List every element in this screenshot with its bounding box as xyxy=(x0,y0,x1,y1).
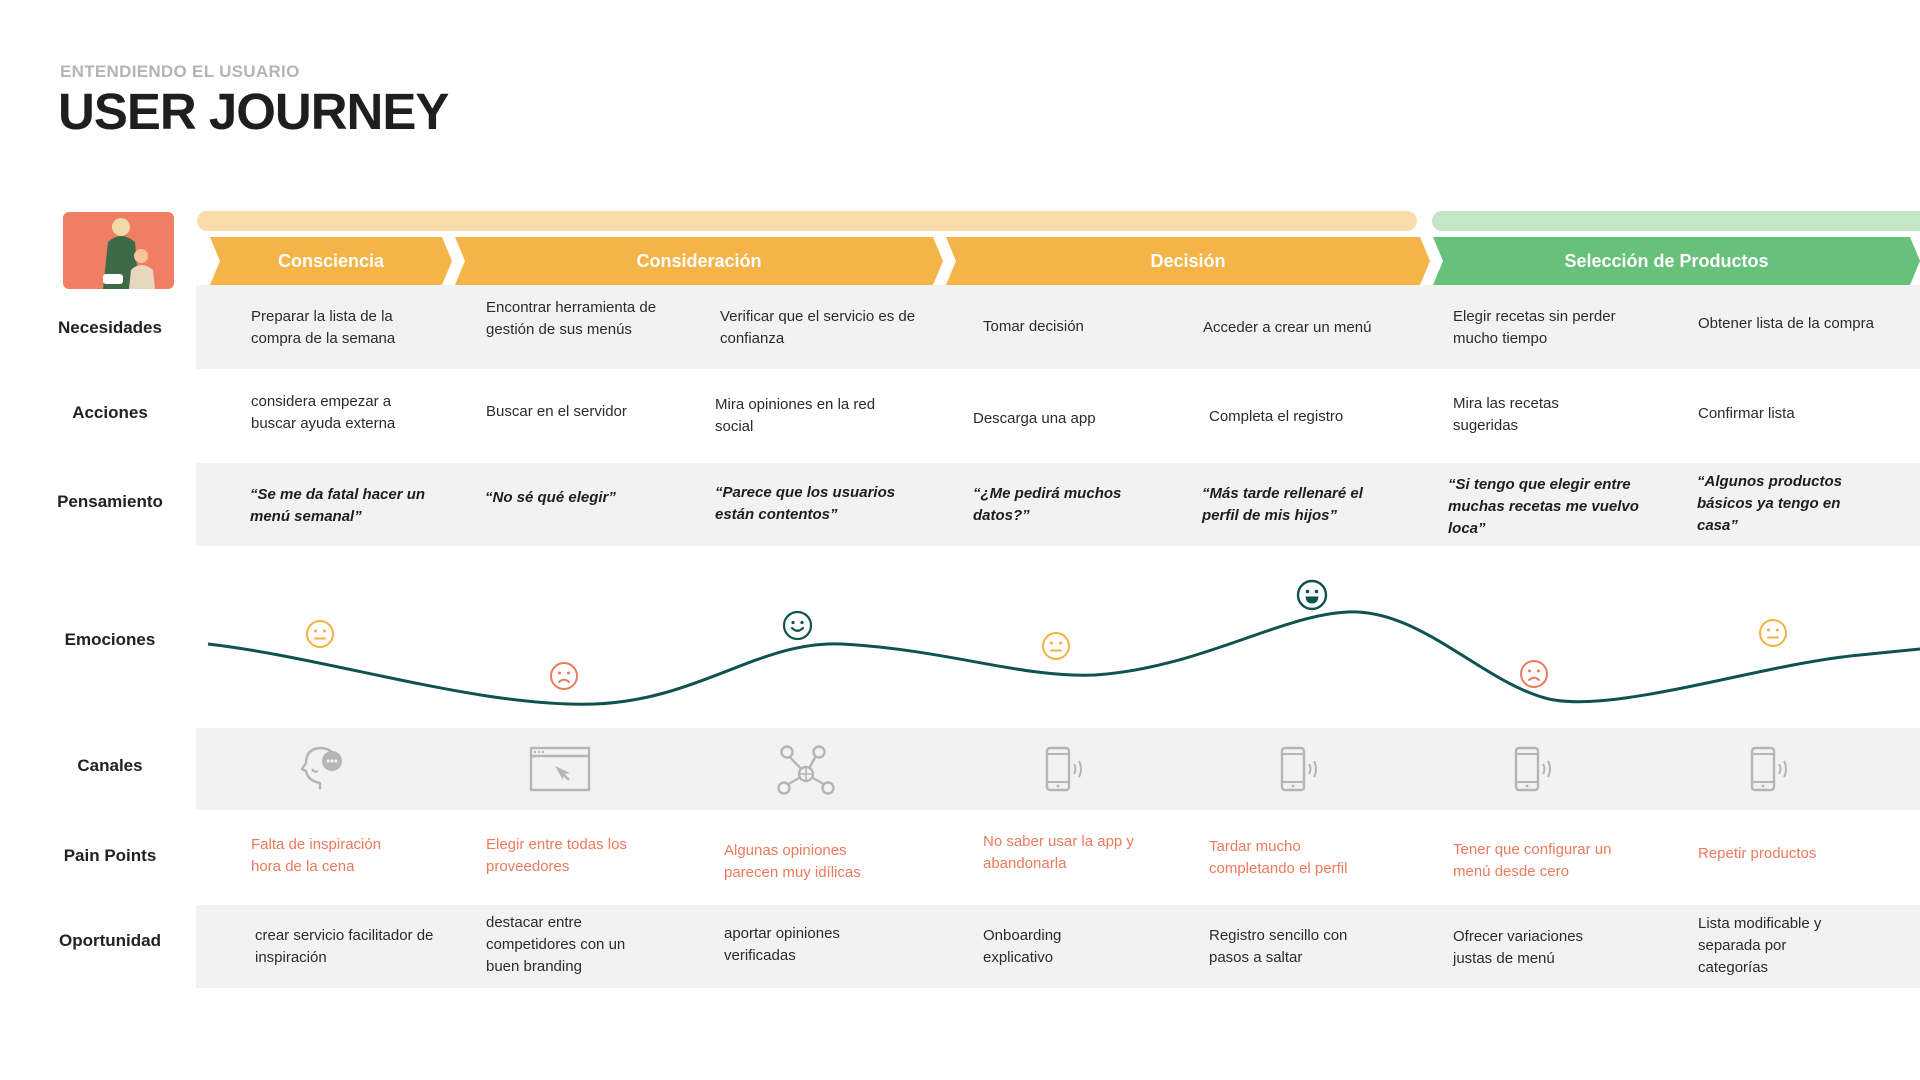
happy-face-icon xyxy=(1296,579,1328,611)
thought-cell: “Parece que los usuarios están contentos… xyxy=(715,484,896,523)
opportunity-cell: Onboarding explicativo xyxy=(983,927,1062,966)
row-label-necesidades: Necesidades xyxy=(58,318,162,337)
stage-consciencia: Consciencia xyxy=(210,237,452,285)
thinking-head-icon xyxy=(300,746,342,789)
pain-point-cell: Repetir productos xyxy=(1698,845,1817,862)
content-face-icon xyxy=(782,610,813,641)
phase-bar-orange xyxy=(197,211,1417,231)
row-label-pensamiento: Pensamiento xyxy=(57,492,163,511)
persona-avatar xyxy=(63,212,174,289)
neutral-face-icon xyxy=(1042,632,1070,660)
row-label-canales: Canales xyxy=(77,756,143,775)
neutral-face-icon xyxy=(306,620,334,648)
smartphone-icon xyxy=(1045,746,1082,792)
sad-face-icon xyxy=(550,662,578,690)
thought-cell: “¿Me pedirá muchos datos?” xyxy=(973,485,1122,524)
pain-point-cell: Elegir entre todas los proveedores xyxy=(486,836,627,875)
opportunity-cell: crear servicio facilitador de inspiració… xyxy=(255,927,434,966)
need-cell: Obtener lista de la compra xyxy=(1698,315,1874,332)
pain-point-cell: No saber usar la app y abandonarla xyxy=(983,833,1134,872)
phase-bar-green xyxy=(1432,211,1920,231)
need-cell: Tomar decisión xyxy=(983,318,1084,335)
action-cell: Mira las recetas sugeridas xyxy=(1453,395,1559,434)
opportunity-cell: Ofrecer variaciones justas de menú xyxy=(1453,928,1584,967)
opportunity-cell: Lista modificable y separada por categor… xyxy=(1698,915,1822,976)
action-cell: Completa el registro xyxy=(1209,408,1344,425)
stage-label: Selección de Productos xyxy=(1564,251,1769,271)
opportunity-cell: destacar entre competidores con un buen … xyxy=(486,914,626,975)
opportunity-cell: aportar opiniones verificadas xyxy=(724,925,840,964)
neutral-face-icon xyxy=(1759,619,1787,647)
thought-cell: “Más tarde rellenaré el perfil de mis hi… xyxy=(1202,485,1363,524)
stage-label: Decisión xyxy=(1150,251,1226,271)
opportunity-cell: Registro sencillo con pasos a saltar xyxy=(1209,927,1348,966)
need-cell: Acceder a crear un menú xyxy=(1203,319,1372,336)
pain-point-cell: Tener que configurar un menú desde cero xyxy=(1453,841,1612,880)
action-cell: Confirmar lista xyxy=(1698,405,1795,422)
stage-label: Consciencia xyxy=(277,251,385,271)
band-oportunidad xyxy=(196,905,1920,988)
action-cell: Mira opiniones en la red social xyxy=(715,396,876,435)
pain-point-cell: Falta de inspiración hora de la cena xyxy=(251,836,382,875)
pain-point-cell: Algunas opiniones parecen muy idílicas xyxy=(724,842,861,881)
stage-label: Consideración xyxy=(636,251,762,271)
smartphone-icon xyxy=(1514,746,1551,792)
action-cell: Descarga una app xyxy=(973,410,1096,427)
pain-point-cell: Tardar mucho completando el perfil xyxy=(1209,838,1348,877)
action-cell: Buscar en el servidor xyxy=(486,403,627,420)
page-title: USER JOURNEY xyxy=(58,83,449,140)
need-cell: Preparar la lista de la compra de la sem… xyxy=(251,308,396,347)
stage-seleccion-productos: Selección de Productos xyxy=(1433,237,1920,285)
smartphone-icon xyxy=(1750,746,1787,792)
thought-cell: “No sé qué elegir” xyxy=(485,489,616,506)
band-necesidades xyxy=(196,285,1920,369)
thought-cell: “Se me da fatal hacer un menú semanal” xyxy=(250,486,426,525)
band-pensamiento xyxy=(196,463,1920,546)
page-subtitle: ENTENDIENDO EL USUARIO xyxy=(60,62,300,81)
need-cell: Verificar que el servicio es de confianz… xyxy=(720,308,916,347)
action-cell: considera empezar a buscar ayuda externa xyxy=(251,393,396,432)
thought-cell: “Si tengo que elegir entre muchas receta… xyxy=(1448,476,1639,537)
stage-decision: Decisión xyxy=(946,237,1430,285)
sad-face-icon xyxy=(1520,660,1548,688)
smartphone-icon xyxy=(1280,746,1317,792)
row-label-acciones: Acciones xyxy=(72,403,148,422)
row-label-emociones: Emociones xyxy=(64,630,156,649)
thought-cell: “Algunos productos básicos ya tengo en c… xyxy=(1697,473,1842,534)
browser-window-icon xyxy=(529,746,591,792)
social-network-icon xyxy=(777,745,835,795)
need-cell: Encontrar herramienta de gestión de sus … xyxy=(486,299,657,338)
row-label-pain-points: Pain Points xyxy=(63,846,157,865)
row-label-oportunidad: Oportunidad xyxy=(59,931,161,950)
band-canales xyxy=(196,728,1920,810)
need-cell: Elegir recetas sin perder mucho tiempo xyxy=(1453,308,1616,347)
stage-consideracion: Consideración xyxy=(455,237,943,285)
